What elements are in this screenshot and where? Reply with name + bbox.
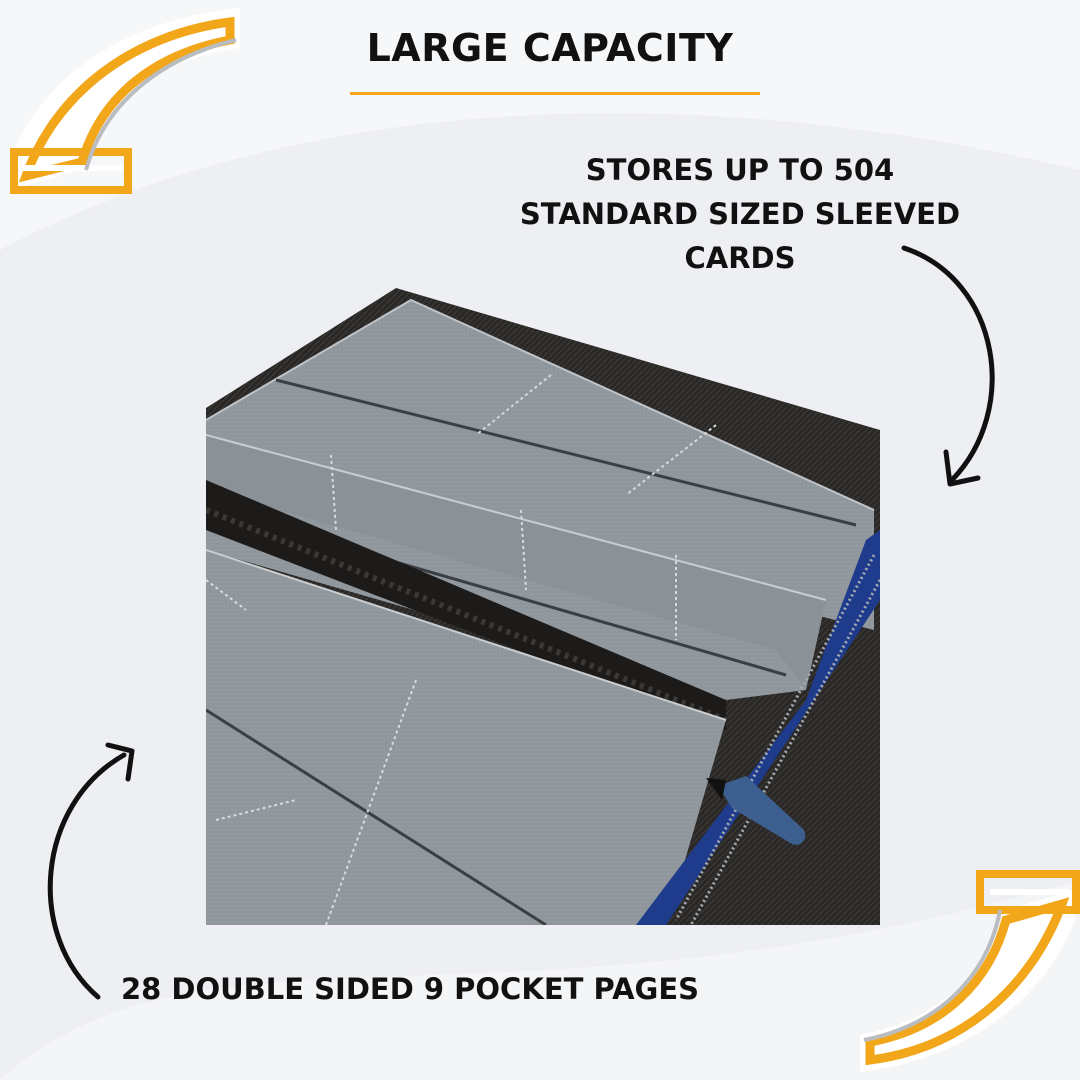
page-title: LARGE CAPACITY (366, 26, 734, 70)
corner-decoration-top-left (10, 8, 240, 194)
pages-callout: 28 DOUBLE SIDED 9 POCKET PAGES (120, 972, 700, 1006)
curved-arrow-up-icon (47, 742, 135, 1000)
capacity-line-1: STORES UP TO 504 (585, 153, 895, 187)
curved-arrow-down-icon (901, 245, 995, 487)
capacity-callout: STORES UP TO 504 STANDARD SIZED SLEEVED … (510, 148, 970, 280)
capacity-line-2: STANDARD SIZED SLEEVED (519, 197, 961, 231)
binder-product-image (206, 288, 880, 925)
corner-decoration-bottom-right (860, 870, 1080, 1072)
capacity-line-3: CARDS (684, 241, 796, 275)
title-underline (350, 92, 760, 95)
